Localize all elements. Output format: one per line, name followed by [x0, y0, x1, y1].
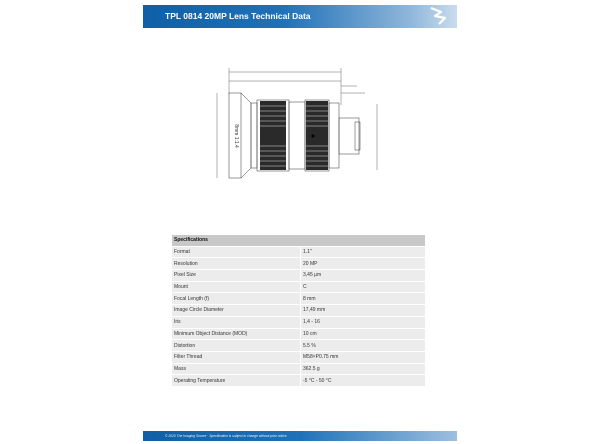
- spec-label: Iris: [172, 316, 301, 329]
- footer-text: © 2020 The Imaging Source · Specificatio…: [165, 434, 288, 438]
- specifications-heading: Specifications: [172, 235, 425, 247]
- spec-value: 20 MP: [300, 257, 425, 271]
- lens-label: 8mm 1:1.4: [233, 124, 239, 148]
- spec-value: 10 cm: [300, 328, 425, 341]
- spec-label: Mount: [172, 281, 301, 294]
- spec-value: -5 °C - 50 °C: [300, 374, 425, 387]
- spec-value: M58×P0.75 mm: [300, 351, 425, 364]
- spec-value: C: [300, 281, 425, 294]
- page-footer: © 2020 The Imaging Source · Specificatio…: [143, 431, 457, 441]
- spec-value: 1.1": [300, 246, 425, 259]
- spec-label: Filter Thread: [172, 351, 301, 364]
- spec-value: 362.5 g: [300, 363, 425, 376]
- spec-label: Operating Temperature: [172, 374, 301, 387]
- spec-label: Image Circle Diameter: [172, 304, 301, 317]
- lens-technical-drawing: 8mm 1:1.4: [216, 68, 378, 179]
- seal-logo-icon: [430, 6, 447, 25]
- table-row: Operating Temperature-5 °C - 50 °C: [172, 374, 425, 387]
- spec-value: 17,49 mm: [300, 304, 425, 317]
- spec-label: Distortion: [172, 339, 301, 352]
- spec-value: 3,45 µm: [300, 269, 425, 282]
- spec-value: 5.5 %: [300, 339, 425, 352]
- spec-label: Pixel Size: [172, 269, 301, 282]
- spec-label: Format: [172, 246, 301, 259]
- table-row: Minimum Object Distance (MOD)10 cm: [172, 328, 425, 341]
- spec-label: Focal Length (f): [172, 292, 301, 306]
- page-header: TPL 0814 20MP Lens Technical Data: [143, 5, 457, 28]
- spec-value: 1,4 - 16: [300, 316, 425, 329]
- table-row: Focal Length (f)8 mm: [172, 292, 425, 306]
- spec-value: 8 mm: [300, 292, 425, 306]
- spec-label: Mass: [172, 363, 301, 376]
- spec-label: Minimum Object Distance (MOD): [172, 328, 301, 341]
- spec-label: Resolution: [172, 257, 301, 271]
- page-title: TPL 0814 20MP Lens Technical Data: [165, 11, 311, 21]
